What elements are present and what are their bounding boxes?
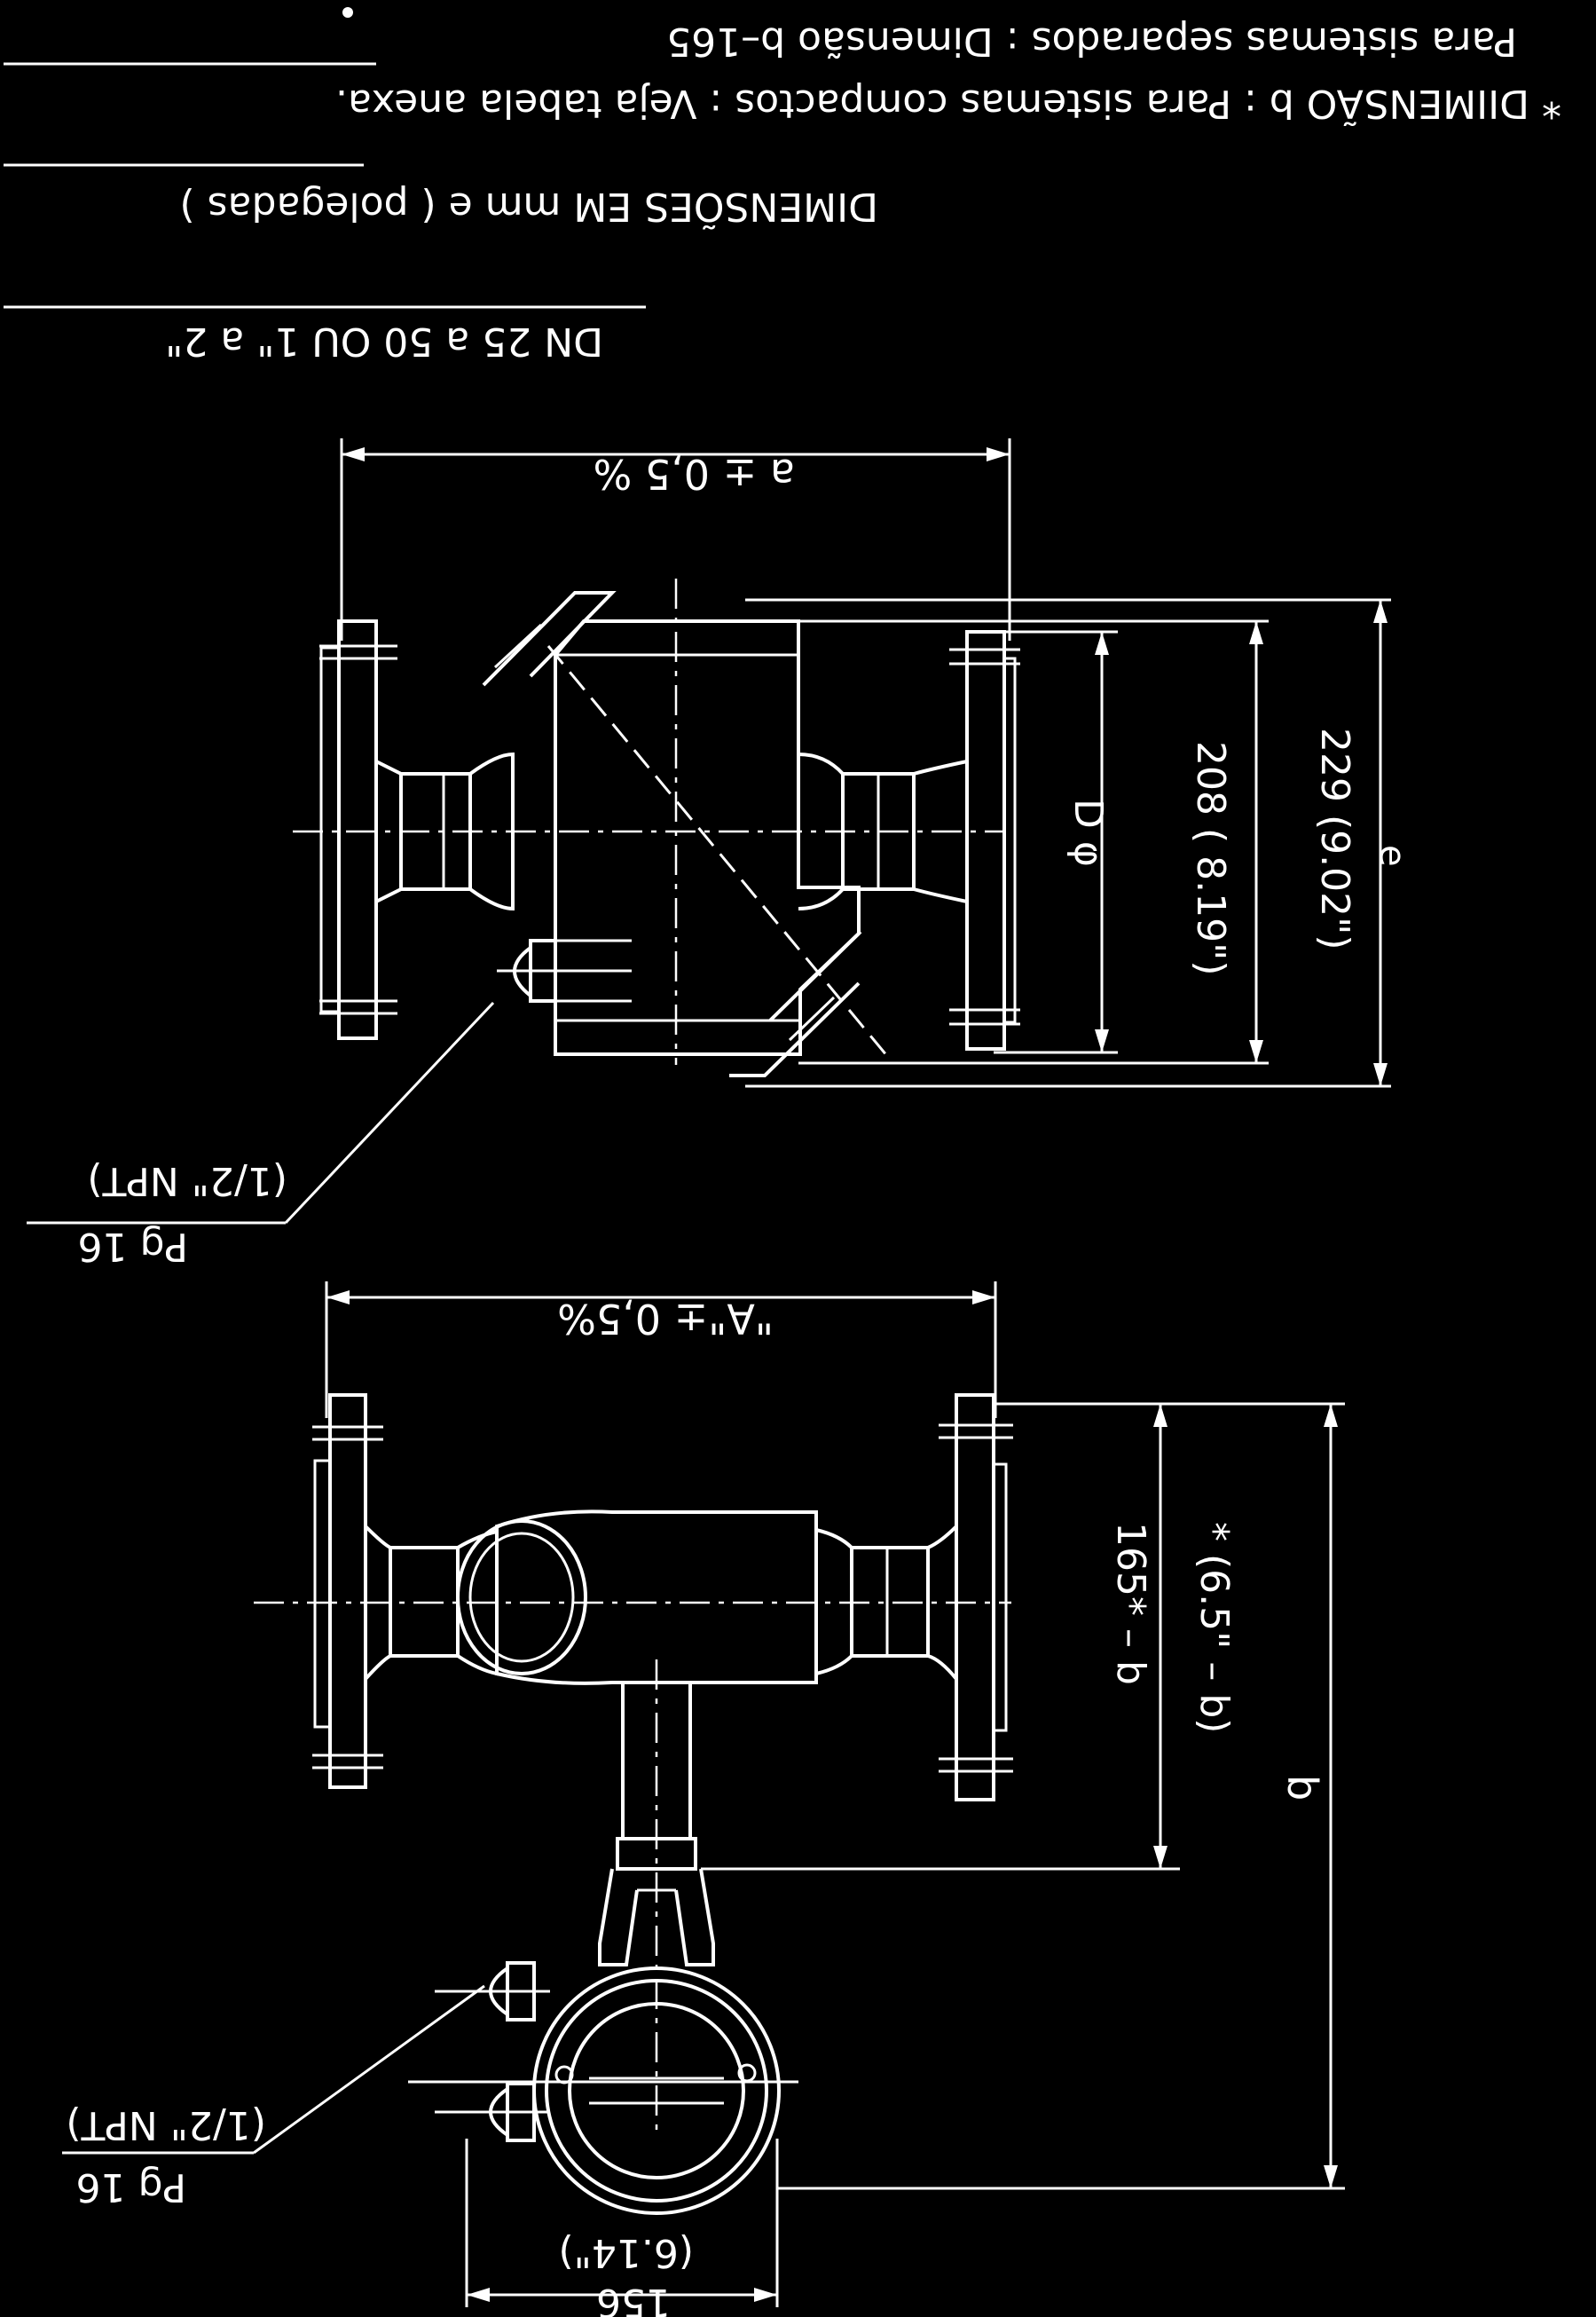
port-thread-top: (1/2" NPT) — [87, 1158, 287, 1203]
port-leader-bottom — [253, 1984, 485, 2155]
diameter-label: D φ — [1065, 799, 1111, 867]
port-leader-top — [284, 1001, 495, 1225]
note-separate-systems: Para sistemas separados : Dimensão b–165 — [666, 19, 1517, 64]
size-range-title: DN 25 a 50 OU 1" a 2" — [165, 319, 603, 364]
length-label: a ± 0,5 % — [594, 450, 795, 498]
dim-b650-label: * (6.5" – b) — [1191, 1522, 1237, 1733]
port-label-top: Pg 16 — [78, 1224, 188, 1269]
bottom-view: "A"± 0,5% — [62, 1281, 1345, 2317]
bottom-end-cap — [456, 1519, 587, 1675]
dim-229-label: 229 (9.02") — [1312, 728, 1357, 950]
width-mm-label: 156 — [596, 2280, 671, 2317]
dim-e-label: e — [1372, 845, 1412, 867]
port-label-bottom: Pg 16 — [76, 2164, 186, 2210]
bottom-length-label: "A"± 0,5% — [557, 1295, 774, 1343]
housing-diagonal-axis — [546, 645, 889, 1057]
note-compact-systems: * DIIMENSÃO b : Para sistemas compactos … — [335, 81, 1561, 127]
bottom-sensor-tube — [495, 1509, 818, 1685]
top-view: a ± 0,5 % — [27, 438, 1412, 1269]
bullet-dot — [342, 7, 353, 18]
dim-b-label: b — [1278, 1775, 1326, 1801]
header-notes: Para sistemas separados : Dimensão b–165… — [4, 7, 1561, 364]
port-thread-bottom: (1/2" NPT) — [66, 2102, 266, 2148]
units-note: DIMENSÕES EM mm e ( polegadas ) — [180, 184, 879, 230]
transmitter-housing — [482, 591, 617, 687]
sensor-body — [554, 619, 861, 1056]
dim-b165-label: 165* – b — [1108, 1522, 1153, 1685]
width-in-label: (6.14") — [558, 2230, 694, 2275]
dim-208-label: 208 ( 8.19") — [1188, 741, 1233, 976]
